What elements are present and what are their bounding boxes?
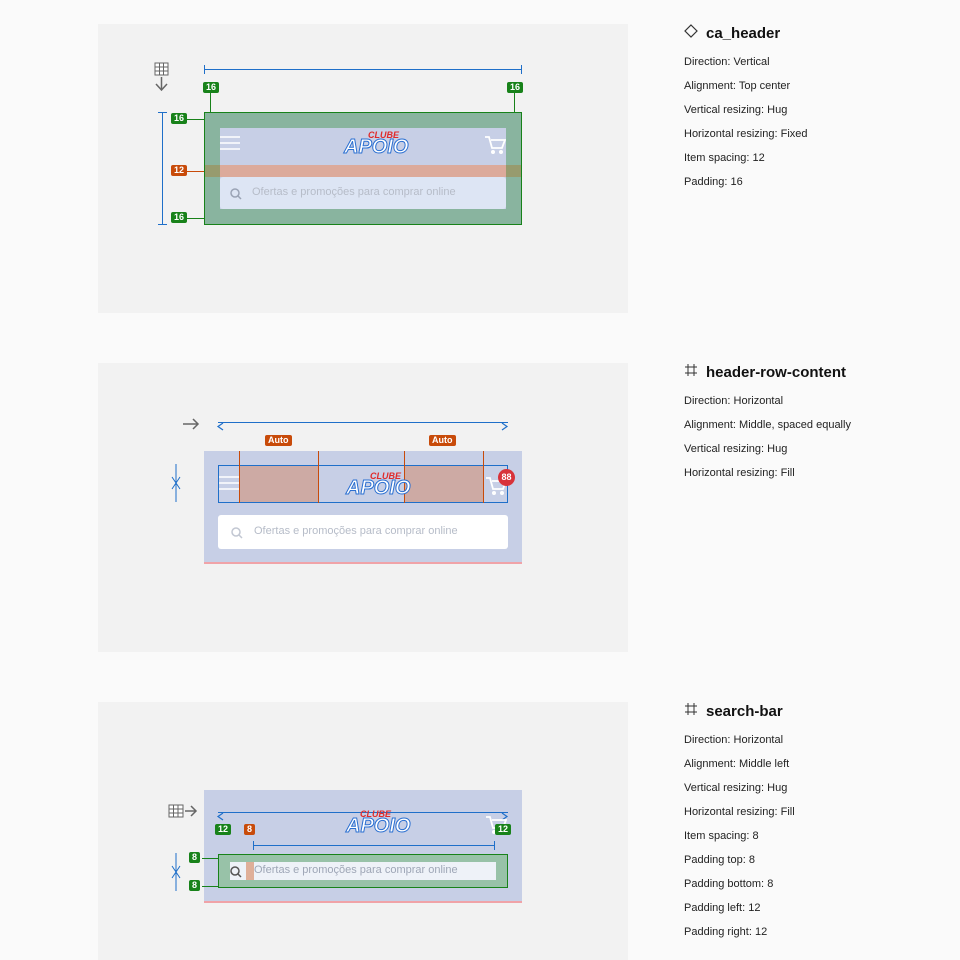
- search-bar-preview: Ofertas e promoções para comprar online: [218, 854, 508, 888]
- search-bar-preview: Ofertas e promoções para comprar online: [218, 515, 508, 549]
- divider-row: [204, 165, 522, 177]
- frame-icon: [684, 363, 698, 381]
- padding-top-badge: 8: [189, 852, 201, 863]
- search-icon: [230, 187, 242, 205]
- props-ca-header: ca_header Direction: Vertical Alignment:…: [684, 24, 808, 200]
- search-placeholder: Ofertas e promoções para comprar online: [252, 186, 456, 198]
- auto-gap-left: [239, 466, 318, 502]
- height-measure-line: [162, 112, 163, 225]
- frame-icon: [684, 702, 698, 720]
- horizontal-layout-icon: [168, 803, 198, 824]
- prop-row: Direction: Vertical: [684, 56, 770, 68]
- padding-left-overlay: [204, 112, 220, 225]
- search-placeholder: Ofertas e promoções para comprar online: [254, 525, 458, 537]
- auto-badge-right: Auto: [429, 435, 456, 446]
- prop-row: Padding right: 12: [684, 926, 768, 938]
- content-width-measure: [253, 845, 495, 846]
- prop-row: Horizontal resizing: Fill: [684, 467, 795, 479]
- auto-badge-left: Auto: [265, 435, 292, 446]
- padding-left-badge: 12: [215, 824, 232, 835]
- padding-bottom-badge: 16: [171, 212, 188, 223]
- auto-gap-right: [404, 466, 483, 502]
- props-search-bar: search-bar Direction: Horizontal Alignme…: [684, 702, 795, 950]
- search-content: [230, 862, 496, 880]
- prop-row: Direction: Horizontal: [684, 395, 784, 407]
- padding-top-badge: 16: [171, 113, 188, 124]
- preview-panel-header-row: CLUBE APOIO 88 Auto Auto Ofertas e promo…: [98, 363, 628, 652]
- logo: CLUBE APOIO: [345, 809, 411, 838]
- section-title-search-bar: search-bar: [684, 702, 795, 720]
- vertical-layout-icon: [153, 62, 171, 97]
- padding-left-badge: 16: [203, 82, 220, 93]
- search-placeholder: Ofertas e promoções para comprar online: [254, 864, 458, 876]
- width-measure-line: [218, 812, 508, 813]
- preview-panel-ca-header: CLUBE APOIO Ofertas e promoções para com…: [98, 24, 628, 313]
- prop-row: Vertical resizing: Hug: [684, 782, 788, 794]
- padding-right-overlay: [506, 112, 522, 225]
- prop-row: Vertical resizing: Hug: [684, 104, 788, 116]
- width-measure-line: [204, 69, 522, 70]
- props-header-row-content: header-row-content Direction: Horizontal…: [684, 363, 851, 491]
- menu-icon: [219, 474, 239, 497]
- spacing-overlay: [246, 862, 254, 880]
- prop-row: Alignment: Top center: [684, 80, 791, 92]
- prop-row: Direction: Horizontal: [684, 734, 784, 746]
- logo: CLUBE APOIO: [345, 471, 411, 500]
- prop-row: Padding: 16: [684, 176, 743, 188]
- width-measure-line: [218, 422, 508, 423]
- prop-row: Alignment: Middle, spaced equally: [684, 419, 851, 431]
- padding-bottom-badge: 8: [189, 880, 201, 891]
- menu-icon: [220, 134, 240, 157]
- cart-count-badge: 88: [498, 469, 515, 486]
- logo: CLUBE APOIO: [343, 130, 409, 159]
- padding-right-badge: 12: [495, 824, 512, 835]
- search-icon: [231, 526, 243, 544]
- prop-row: Padding bottom: 8: [684, 878, 774, 890]
- prop-row: Padding top: 8: [684, 854, 755, 866]
- section-title-header-row: header-row-content: [684, 363, 851, 381]
- vertical-hug-icon: [170, 852, 182, 897]
- prop-row: Item spacing: 8: [684, 830, 759, 842]
- padding-right-badge: 16: [507, 82, 524, 93]
- search-icon: [230, 865, 242, 883]
- item-spacing-badge: 8: [244, 824, 256, 835]
- prop-row: Padding left: 12: [684, 902, 761, 914]
- cart-icon: [484, 134, 507, 161]
- component-icon: [684, 24, 698, 42]
- prop-row: Horizontal resizing: Fill: [684, 806, 795, 818]
- vertical-hug-icon: [170, 463, 182, 508]
- prop-row: Horizontal resizing: Fixed: [684, 128, 808, 140]
- prop-row: Vertical resizing: Hug: [684, 443, 788, 455]
- section-title-ca-header: ca_header: [684, 24, 808, 42]
- item-spacing-badge: 12: [171, 165, 188, 176]
- search-bar-preview: Ofertas e promoções para comprar online: [220, 177, 506, 209]
- horizontal-direction-icon: [182, 417, 200, 435]
- preview-panel-search-bar: CLUBE APOIO Ofertas e promoções para com…: [98, 702, 628, 960]
- padding-bottom-overlay: [220, 209, 506, 225]
- padding-top-overlay: [220, 112, 506, 128]
- prop-row: Alignment: Middle left: [684, 758, 790, 770]
- prop-row: Item spacing: 12: [684, 152, 765, 164]
